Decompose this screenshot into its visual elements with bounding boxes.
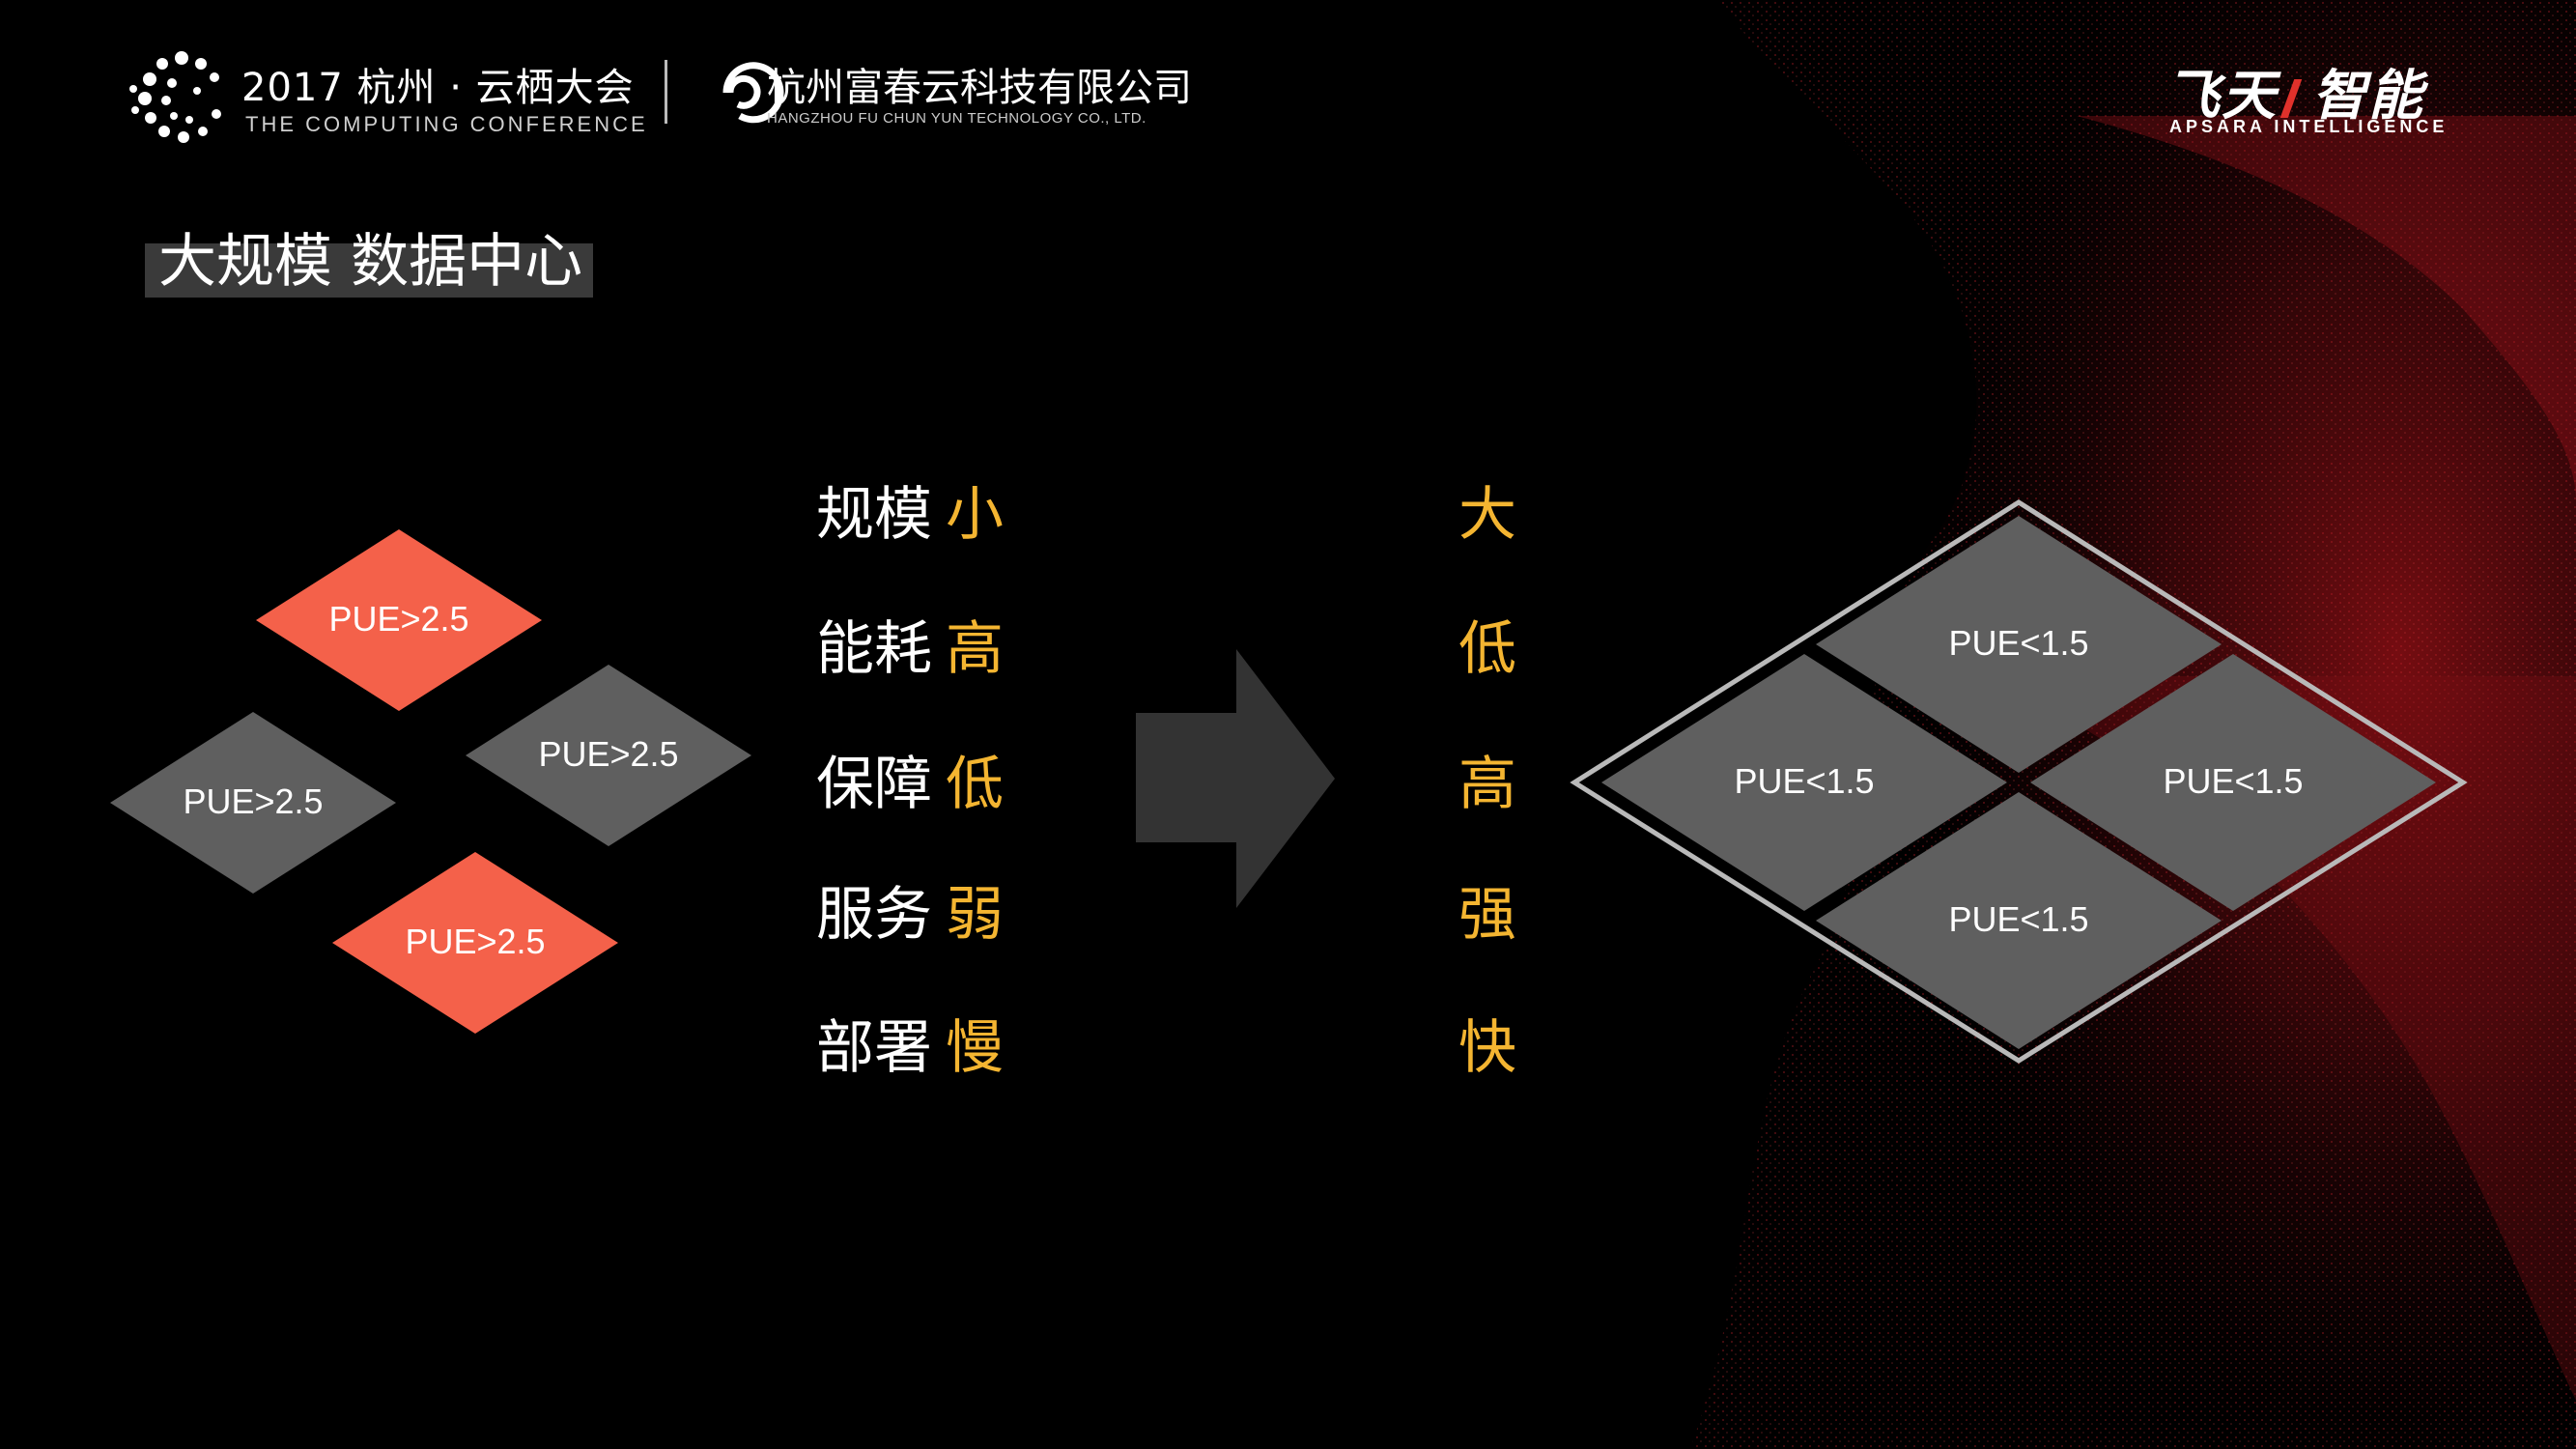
comparison-row: 能耗高 [816,602,1004,686]
brand-english: APSARA INTELLIGENCE [2169,117,2449,136]
title-highlight-bar [145,243,593,298]
right-diamond-right [2030,654,2436,911]
row-after: 高 [1458,751,1516,818]
right-diamond-cluster [1570,499,2468,1064]
comparison-row: 服务弱 [816,867,1004,952]
row-after: 快 [1458,1014,1516,1082]
right-diamond-left-label: PUE<1.5 [1734,761,1875,801]
right-diamond-top-label: PUE<1.5 [1948,623,2089,663]
brand-cn-right: 智能 [2312,65,2424,128]
left-diamond-top [256,529,542,711]
transition-arrow-icon [1136,649,1335,908]
brand-cn-left: 飞天 [2166,65,2278,128]
left-diamond-cluster [110,529,751,1034]
comparison-row: 部署慢 [816,1001,1004,1085]
header-divider [665,60,667,124]
right-diamond-left [1601,654,2007,911]
left-diamond-right [466,665,751,846]
slide-title: 大规模 数据中心 [158,228,583,296]
left-diamond-top-label: PUE>2.5 [328,599,469,639]
brand-slash-icon [2279,79,2303,118]
row-after: 强 [1458,881,1516,949]
row-before: 低 [946,751,1004,818]
company-subtitle: HANGZHOU FU CHUN YUN TECHNOLOGY CO., LTD… [767,110,1146,127]
conference-title: 2017 杭州 · 云栖大会 [241,66,635,110]
row-label: 部署 [816,1014,932,1082]
left-diamond-bottom-label: PUE>2.5 [405,922,546,961]
row-before: 小 [946,481,1004,549]
left-diamond-left-label: PUE>2.5 [183,781,324,821]
row-after: 低 [1458,615,1516,683]
conference-logo-icon [129,51,221,143]
row-before: 弱 [946,881,1004,949]
right-diamond-right-label: PUE<1.5 [2163,761,2304,801]
comparison-row: 保障低 [816,737,1004,821]
company-name: 杭州富春云科技有限公司 [767,66,1192,110]
row-before: 慢 [946,1014,1004,1082]
left-diamond-right-label: PUE>2.5 [538,734,679,774]
row-after: 大 [1458,481,1516,549]
right-diamond-top [1816,516,2222,773]
conference-subtitle: THE COMPUTING CONFERENCE [245,112,648,136]
right-diamond-bottom [1816,792,2222,1049]
company-logo-icon [722,62,784,124]
comparison-row: 规模小 [816,468,1004,552]
brand-logo: 飞天智能 [2166,52,2424,130]
left-diamond-bottom [332,852,618,1034]
right-outer-frame [1570,499,2468,1064]
left-diamond-left [110,712,396,894]
row-label: 能耗 [816,615,932,683]
row-before: 高 [946,615,1004,683]
row-label: 保障 [816,751,932,818]
row-label: 规模 [816,481,932,549]
right-diamond-bottom-label: PUE<1.5 [1948,899,2089,939]
row-label: 服务 [816,881,932,949]
